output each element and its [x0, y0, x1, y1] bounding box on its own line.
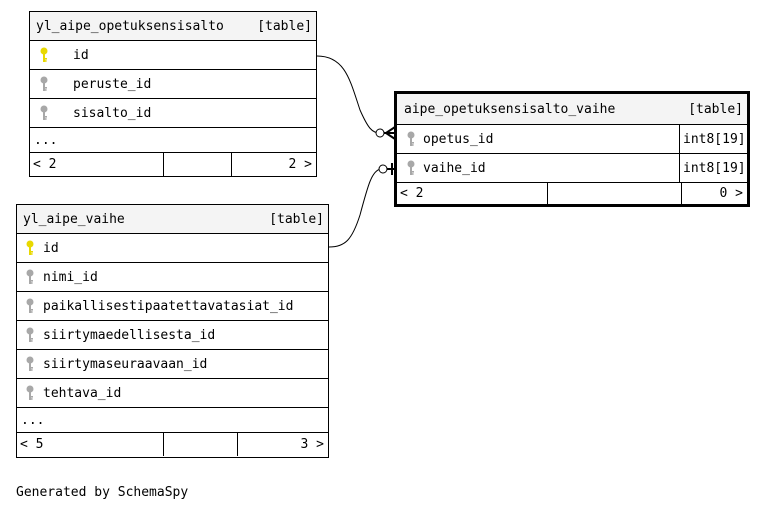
- table-kind: [table]: [257, 18, 312, 34]
- parents-count[interactable]: < 2: [397, 183, 548, 204]
- children-count[interactable]: 0 >: [719, 186, 743, 201]
- more-columns[interactable]: ...: [17, 408, 328, 433]
- children-count[interactable]: 3 >: [300, 437, 324, 452]
- edge-opetus-id: [316, 55, 381, 134]
- foreign-key-icon: [407, 131, 415, 146]
- table-yl-aipe-vaihe[interactable]: yl_aipe_vaihe [table] id nimi_id paikall…: [16, 204, 329, 458]
- foreign-key-icon: [26, 298, 34, 313]
- column-row-tehtava-id[interactable]: tehtava_id: [17, 379, 328, 408]
- foreign-key-icon: [26, 269, 34, 284]
- footer-middle-cell: [164, 153, 232, 176]
- edge-vaihe-id-zero-marker: [378, 164, 388, 174]
- table-name: aipe_opetuksensisalto_vaihe: [404, 101, 616, 117]
- column-type: int8[19]: [679, 154, 747, 182]
- table-kind: [table]: [269, 211, 324, 227]
- table-yl-aipe-opetuksensisalto[interactable]: yl_aipe_opetuksensisalto [table] id peru…: [29, 11, 317, 177]
- foreign-key-icon: [26, 356, 34, 371]
- more-columns[interactable]: ...: [30, 128, 316, 153]
- table-header[interactable]: yl_aipe_vaihe [table]: [17, 205, 328, 234]
- column-row-nimi-id[interactable]: nimi_id: [17, 263, 328, 292]
- column-type: int8[19]: [679, 125, 747, 153]
- column-name: id: [73, 47, 89, 63]
- column-name: opetus_id: [423, 131, 494, 147]
- parents-count[interactable]: < 2: [30, 153, 164, 176]
- generated-by-label[interactable]: Generated by SchemaSpy: [16, 485, 189, 500]
- foreign-key-icon: [40, 105, 48, 120]
- column-row-siirtymaseuraavaan-id[interactable]: siirtymaseuraavaan_id: [17, 350, 328, 379]
- table-header[interactable]: aipe_opetuksensisalto_vaihe [table]: [397, 94, 747, 125]
- column-row-peruste-id[interactable]: peruste_id: [30, 70, 316, 99]
- footer-middle-cell: [548, 183, 682, 204]
- column-name: paikallisestipaatettavatasiat_id: [43, 298, 294, 314]
- foreign-key-icon: [26, 327, 34, 342]
- foreign-key-icon: [26, 385, 34, 400]
- column-row-vaihe-id[interactable]: vaihe_id int8[19]: [397, 154, 747, 183]
- edge-vaihe-id: [328, 168, 382, 248]
- column-name: siirtymaedellisesta_id: [43, 327, 216, 343]
- primary-key-icon: [26, 240, 34, 255]
- table-footer: < 5 3 >: [17, 433, 328, 456]
- foreign-key-icon: [407, 160, 415, 175]
- column-row-sisalto-id[interactable]: sisalto_id: [30, 99, 316, 128]
- footer-middle-cell: [164, 433, 238, 456]
- column-name: sisalto_id: [73, 105, 152, 121]
- column-name: nimi_id: [43, 269, 98, 285]
- children-count[interactable]: 2 >: [288, 157, 312, 172]
- table-name: yl_aipe_opetuksensisalto: [36, 18, 224, 34]
- column-name: id: [43, 240, 59, 256]
- column-row-paikallisestipaatettavatasiat-id[interactable]: paikallisestipaatettavatasiat_id: [17, 292, 328, 321]
- column-row-siirtymaedellisesta-id[interactable]: siirtymaedellisesta_id: [17, 321, 328, 350]
- table-aipe-opetuksensisalto-vaihe[interactable]: aipe_opetuksensisalto_vaihe [table] opet…: [394, 91, 750, 207]
- table-name: yl_aipe_vaihe: [23, 211, 125, 227]
- column-row-id[interactable]: id: [17, 234, 328, 263]
- column-name: vaihe_id: [423, 160, 486, 176]
- foreign-key-icon: [40, 76, 48, 91]
- table-kind: [table]: [688, 101, 743, 117]
- column-row-id[interactable]: id: [30, 41, 316, 70]
- edge-opetus-id-zero-marker: [375, 128, 385, 138]
- table-footer: < 2 2 >: [30, 153, 316, 176]
- table-header[interactable]: yl_aipe_opetuksensisalto [table]: [30, 12, 316, 41]
- parents-count[interactable]: < 5: [17, 433, 164, 456]
- table-footer: < 2 0 >: [397, 183, 747, 204]
- column-row-opetus-id[interactable]: opetus_id int8[19]: [397, 125, 747, 154]
- column-name: tehtava_id: [43, 385, 122, 401]
- column-name: peruste_id: [73, 76, 152, 92]
- primary-key-icon: [40, 47, 48, 62]
- column-name: siirtymaseuraavaan_id: [43, 356, 208, 372]
